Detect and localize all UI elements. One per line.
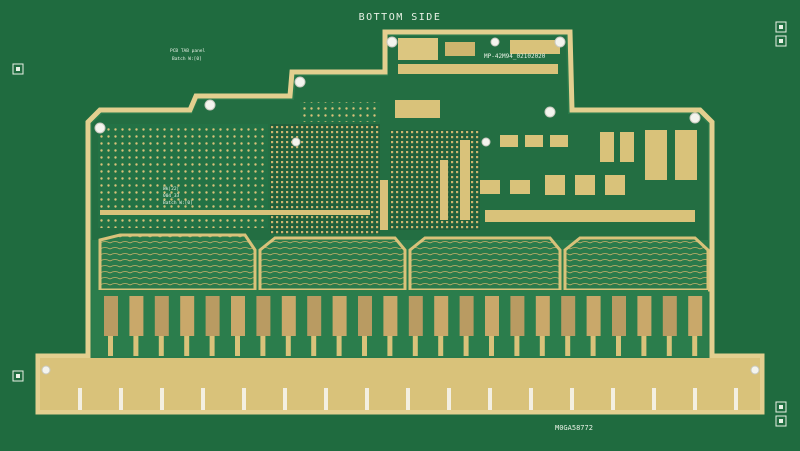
output-stub — [688, 296, 703, 336]
output-stub-row — [104, 296, 703, 356]
output-stub — [612, 296, 626, 336]
stub-lead — [311, 336, 317, 356]
output-stub — [535, 296, 550, 336]
edge-slot — [529, 388, 533, 410]
output-stub — [383, 296, 398, 336]
edge-slot — [201, 388, 205, 410]
output-stub — [129, 296, 144, 336]
stub-lead — [641, 336, 647, 356]
stub-lead — [209, 336, 215, 356]
stub-lead — [514, 336, 520, 356]
stub-lead — [260, 336, 266, 356]
output-stub — [154, 296, 169, 336]
part-number-label: MP-42M94_02102020 — [484, 53, 546, 60]
stub-lead — [463, 336, 469, 356]
output-stub — [662, 296, 677, 336]
stub-lead — [108, 336, 113, 356]
output-stub — [561, 296, 576, 336]
edge-slot — [693, 388, 697, 410]
edge-slot — [406, 388, 410, 410]
output-stub — [256, 296, 271, 336]
mid-text-3: Batch W:[0] — [163, 200, 193, 206]
stub-lead — [616, 336, 621, 356]
fiducial-markers — [12, 21, 787, 427]
mounting-holes — [41, 36, 760, 375]
panel-text-2: Batch W:[0] — [172, 56, 202, 62]
bottom-side-label: BOTTOM SIDE — [359, 12, 442, 23]
output-stub — [281, 296, 296, 336]
stub-lead — [438, 336, 444, 356]
output-stub — [459, 296, 474, 336]
stub-lead — [133, 336, 139, 356]
output-stub — [332, 296, 347, 336]
mid-text-2: 004_33 — [163, 193, 180, 199]
output-stub — [485, 296, 499, 336]
stub-lead — [158, 336, 164, 356]
edge-finger-row — [78, 388, 738, 410]
stub-lead — [387, 336, 393, 356]
pad-array-right — [440, 130, 697, 222]
output-stub — [205, 296, 220, 336]
edge-slot — [242, 388, 246, 410]
edge-slot — [488, 388, 492, 410]
edge-slot — [611, 388, 615, 410]
top-copper-bar — [398, 64, 558, 74]
edge-slot — [652, 388, 656, 410]
stub-lead — [590, 336, 596, 356]
stub-lead — [412, 336, 418, 356]
output-stub — [586, 296, 601, 336]
edge-slot — [447, 388, 451, 410]
stub-lead — [362, 336, 367, 356]
stub-lead — [184, 336, 190, 356]
edge-slot — [570, 388, 574, 410]
edge-slot — [324, 388, 328, 410]
output-stub — [510, 296, 525, 336]
output-stub — [637, 296, 652, 336]
rf-channel-blocks — [98, 233, 710, 292]
panel-text-1: PCB TAB panel — [170, 48, 206, 54]
output-stub — [104, 296, 118, 336]
stub-lead — [336, 336, 342, 356]
stub-lead — [565, 336, 571, 356]
edge-slot — [365, 388, 369, 410]
stub-lead — [235, 336, 240, 356]
edge-slot — [119, 388, 123, 410]
edge-slot — [283, 388, 287, 410]
stub-lead — [539, 336, 545, 356]
component-area-mid — [270, 124, 380, 234]
stub-lead — [666, 336, 672, 356]
output-stub — [180, 296, 195, 336]
mid-text-1: Wk|22| — [163, 186, 179, 192]
stub-lead — [489, 336, 494, 356]
output-stub — [358, 296, 372, 336]
output-stub — [307, 296, 322, 336]
serial-label: M0GA58772 — [555, 424, 593, 432]
stub-lead — [692, 336, 698, 356]
edge-slot — [734, 388, 738, 410]
output-stub — [231, 296, 245, 336]
stub-lead — [285, 336, 291, 356]
output-stub — [434, 296, 449, 336]
edge-slot — [160, 388, 164, 410]
output-stub — [408, 296, 423, 336]
edge-slot — [78, 388, 82, 410]
